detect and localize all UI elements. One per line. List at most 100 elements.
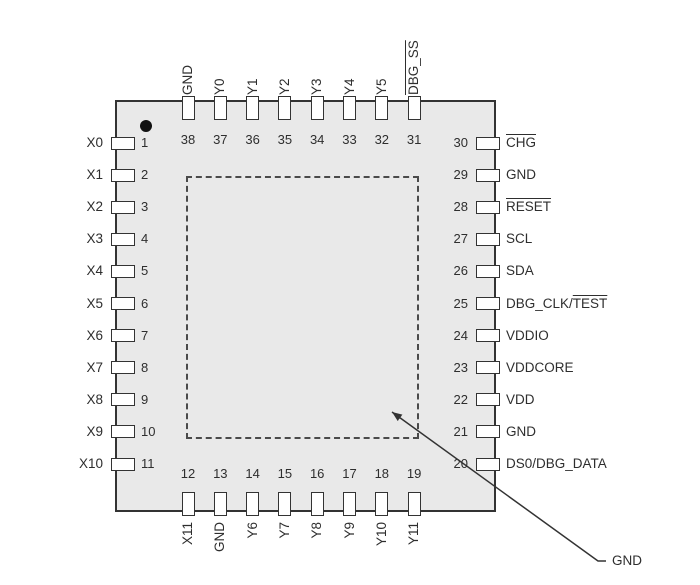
pin-number: 29 xyxy=(453,167,468,183)
pin-label-text: Y8 xyxy=(309,522,325,539)
pin-label-text: Y7 xyxy=(276,522,292,539)
pin-pad xyxy=(278,96,292,120)
pin-pad xyxy=(476,361,500,375)
pin-number: 18 xyxy=(374,466,390,481)
pin-pad xyxy=(310,96,324,120)
pin-number: 35 xyxy=(277,132,293,147)
pin-label: X9 xyxy=(0,424,103,440)
pin-number: 27 xyxy=(453,231,468,247)
pin-pad xyxy=(111,361,135,375)
pin-label-text: Y11 xyxy=(406,522,422,546)
pin-pad xyxy=(111,168,135,182)
pin-number: 26 xyxy=(453,263,468,279)
pin-label-text: X11 xyxy=(180,522,195,546)
pin-label: X6 xyxy=(0,328,103,344)
pin-label-text: GND xyxy=(506,167,536,183)
pin-pad xyxy=(476,393,500,407)
thermal-pad-outline xyxy=(186,176,419,439)
pin-label: SDA xyxy=(506,263,696,279)
pin-label-text: SCL xyxy=(506,231,533,247)
pin-pad xyxy=(246,492,260,516)
pin-label: X11 xyxy=(180,522,196,582)
pin-pad xyxy=(476,232,500,246)
pin-pad xyxy=(111,232,135,246)
pin-label-text: DBG_CLK/ xyxy=(506,295,573,311)
pin-label-text: Y9 xyxy=(341,522,357,539)
pin-label: Y8 xyxy=(309,522,325,582)
pin-label-text: X9 xyxy=(86,423,103,439)
pin-label-text: VDDCORE xyxy=(506,359,574,375)
pin-label: SCL xyxy=(506,231,696,247)
pin-pad xyxy=(476,264,500,278)
pin-pad xyxy=(111,200,135,214)
pin-number: 7 xyxy=(141,327,149,343)
pin-label-text: X4 xyxy=(86,263,103,279)
pin-number: 12 xyxy=(180,466,196,481)
pin-label: X3 xyxy=(0,231,103,247)
pin-number: 23 xyxy=(453,359,468,375)
pin-pad xyxy=(111,264,135,278)
pin-label-text: Y10 xyxy=(373,522,389,547)
pin-number: 6 xyxy=(141,295,149,311)
pin-label: X0 xyxy=(0,135,103,151)
pin-pad xyxy=(476,297,500,310)
pin-number: 19 xyxy=(406,466,422,481)
pin-label-text: VDD xyxy=(506,391,535,407)
pin-number: 15 xyxy=(277,466,293,481)
pin-number: 33 xyxy=(342,132,357,147)
pin-label: GND xyxy=(212,522,228,582)
pin-label: X1 xyxy=(0,167,103,183)
pin-label: Y6 xyxy=(245,522,261,582)
pin-number: 2 xyxy=(141,167,149,183)
pin-pad xyxy=(476,136,500,150)
pin-number: 31 xyxy=(406,132,422,147)
pin-number: 25 xyxy=(453,295,468,311)
pin-label-overline: CHG xyxy=(506,135,536,150)
pin-number: 1 xyxy=(141,135,149,150)
pin-number: 24 xyxy=(453,327,468,343)
pin-pad xyxy=(181,492,195,516)
pin-label: DBG_CLK/TEST xyxy=(506,296,696,312)
pin-label: X5 xyxy=(0,296,103,312)
pin-label: X2 xyxy=(0,199,103,215)
pin-number: 22 xyxy=(453,391,468,407)
pin-label-text: GND xyxy=(212,522,228,552)
pin-pad xyxy=(111,329,135,343)
pin-label: Y9 xyxy=(342,522,358,582)
thermal-pad-label: GND xyxy=(612,553,642,568)
pin-pad xyxy=(476,329,500,343)
pin-label-text: Y6 xyxy=(244,522,260,539)
pin-pad xyxy=(278,492,292,516)
pin-pad xyxy=(476,200,500,214)
pin-number: 16 xyxy=(309,466,325,481)
pin-pad xyxy=(111,457,135,471)
pin-pad xyxy=(375,96,389,120)
pin-pad xyxy=(343,492,356,516)
pin-number: 9 xyxy=(141,391,149,407)
pin-label: RESET xyxy=(506,199,696,215)
pin-number: 38 xyxy=(180,132,196,147)
pin-number: 8 xyxy=(141,359,149,375)
pin-pad xyxy=(213,492,227,516)
pin-pad xyxy=(181,96,195,120)
pin-label-text: X6 xyxy=(86,327,103,343)
pin-number: 11 xyxy=(141,456,155,471)
pin-pad xyxy=(111,297,135,310)
pin-label: VDDCORE xyxy=(506,360,696,376)
pin-label-text: X0 xyxy=(86,135,103,150)
pin-number: 37 xyxy=(213,132,228,147)
pin-number: 32 xyxy=(374,132,390,147)
pin-label-overline: RESET xyxy=(506,199,552,215)
pin-pad xyxy=(111,393,135,407)
pin-label: X10 xyxy=(0,456,103,472)
pin-number: 14 xyxy=(245,466,260,481)
pin-label: X8 xyxy=(0,392,103,408)
pin-number: 34 xyxy=(309,132,325,147)
pin-label-text: X1 xyxy=(86,167,103,183)
pin-label: Y10 xyxy=(374,522,390,582)
pin-label: VDDIO xyxy=(506,328,696,344)
